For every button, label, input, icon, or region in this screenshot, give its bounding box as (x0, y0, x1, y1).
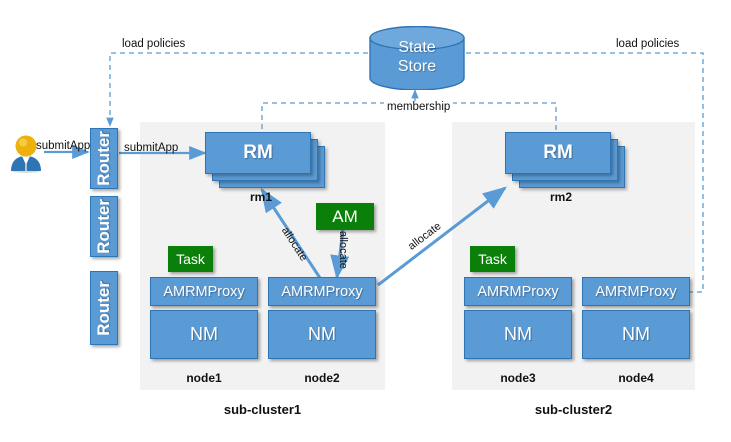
load-policies-label-left: load policies (122, 38, 186, 50)
node2-nm-box[interactable]: NM (268, 310, 376, 359)
node1-task-box[interactable]: Task (168, 246, 213, 272)
node3-task-label: Task (478, 251, 507, 267)
edge-load-policies-left (106, 52, 368, 127)
node3-amrmproxy-box[interactable]: AMRMProxy (464, 277, 572, 306)
node3-task-box[interactable]: Task (470, 246, 515, 272)
rm2-name: rm2 (549, 190, 572, 204)
rm1-name: rm1 (249, 190, 272, 204)
node1-nm-label: NM (190, 324, 218, 344)
node4-nm-label: NM (622, 324, 650, 344)
submit-app-label-client: submitApp (36, 140, 91, 152)
membership-label: membership (384, 101, 454, 113)
submit-app-label-router: submitApp (124, 142, 179, 154)
node1-task-label: Task (176, 251, 205, 267)
allocate-label-rm2: allocate (406, 220, 444, 253)
node4-name: node4 (618, 371, 654, 385)
router-label-2: Router (94, 199, 113, 254)
node3-name: node3 (500, 371, 536, 385)
rm2-stack[interactable]: RM (505, 132, 625, 188)
node3-amrmproxy-label: AMRMProxy (477, 283, 559, 300)
rm1-box[interactable]: RM (205, 132, 311, 174)
node1-amrmproxy-label: AMRMProxy (163, 283, 245, 300)
router-label-3: Router (94, 280, 113, 336)
node3-nm-box[interactable]: NM (464, 310, 572, 359)
rm1-stack[interactable]: RM (205, 132, 325, 188)
node3-nm-label: NM (504, 324, 532, 344)
router-box-3[interactable]: Router (90, 271, 118, 345)
node2-name: node2 (304, 371, 340, 385)
load-policies-label-right: load policies (616, 38, 680, 50)
router-label-1: Router (94, 131, 113, 186)
sub-cluster1-caption: sub-cluster1 (223, 402, 302, 417)
node1-nm-box[interactable]: NM (150, 310, 258, 359)
rm1-label: RM (243, 142, 273, 163)
node1-name: node1 (186, 371, 222, 385)
state-store-cylinder: State Store (368, 26, 466, 90)
rm2-box[interactable]: RM (505, 132, 611, 174)
router-box-2[interactable]: Router (90, 196, 118, 257)
am-label: AM (332, 206, 358, 226)
am-box[interactable]: AM (316, 203, 374, 230)
node2-amrmproxy-box[interactable]: AMRMProxy (268, 277, 376, 306)
sub-cluster2-caption: sub-cluster2 (534, 402, 613, 417)
node2-nm-label: NM (308, 324, 336, 344)
rm2-label: RM (543, 142, 573, 163)
node1-amrmproxy-box[interactable]: AMRMProxy (150, 277, 258, 306)
allocate-label-am: allocate (337, 231, 349, 269)
node4-amrmproxy-label: AMRMProxy (595, 283, 677, 300)
node4-nm-box[interactable]: NM (582, 310, 690, 359)
user-person-icon (8, 133, 44, 173)
node2-amrmproxy-label: AMRMProxy (281, 283, 363, 300)
router-box-1[interactable]: Router (90, 128, 118, 189)
node4-amrmproxy-box[interactable]: AMRMProxy (582, 277, 690, 306)
